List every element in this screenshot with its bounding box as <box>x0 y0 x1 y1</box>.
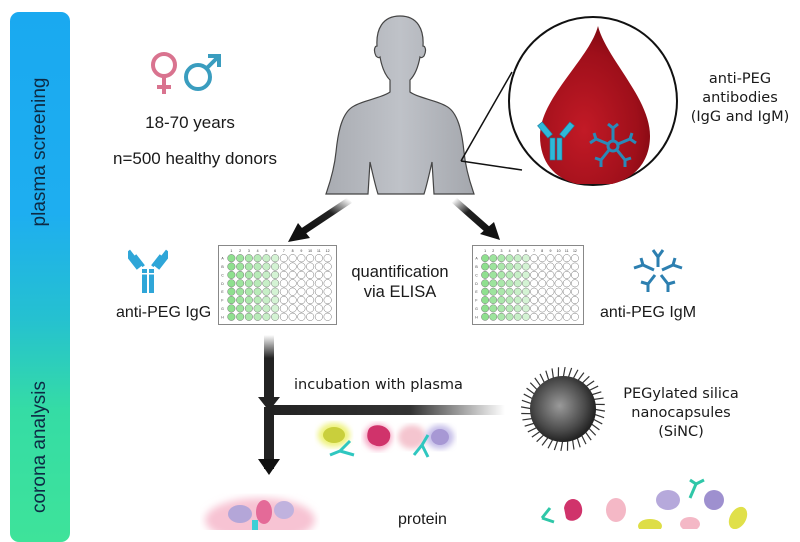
arrow-horizontal-shaft <box>269 405 505 415</box>
svg-text:7: 7 <box>533 249 535 253</box>
svg-text:3: 3 <box>500 249 502 253</box>
male-symbol-icon <box>186 56 219 89</box>
svg-text:9: 9 <box>300 249 302 253</box>
svg-text:5: 5 <box>265 249 267 253</box>
age-range-text: 18-70 years <box>130 113 250 133</box>
igg-antibody-icon <box>128 246 168 294</box>
igm-label: anti-PEG IgM <box>600 304 696 322</box>
svg-text:12: 12 <box>573 249 577 253</box>
svg-text:5: 5 <box>517 249 519 253</box>
svg-text:11: 11 <box>317 249 321 253</box>
svg-text:F: F <box>221 299 223 303</box>
blood-drop-icon <box>510 18 676 184</box>
svg-text:G: G <box>475 307 478 311</box>
label-line: via ELISA <box>335 282 465 302</box>
svg-text:2: 2 <box>239 249 241 253</box>
svg-text:10: 10 <box>308 249 312 253</box>
svg-text:4: 4 <box>257 249 259 253</box>
svg-text:8: 8 <box>541 249 543 253</box>
svg-text:12: 12 <box>326 249 330 253</box>
svg-text:E: E <box>475 290 478 294</box>
anti-peg-antibodies-label: anti-PEG antibodies (IgG and IgM) <box>680 70 800 127</box>
svg-text:6: 6 <box>525 249 527 253</box>
svg-text:C: C <box>475 273 478 277</box>
nanocapsule-label: PEGylated silica nanocapsules (SiNC) <box>614 385 748 442</box>
incubation-label: incubation with plasma <box>294 377 463 393</box>
svg-text:E: E <box>221 290 224 294</box>
arrow-down-shaft <box>264 335 274 401</box>
magnifier-circle <box>508 16 678 186</box>
svg-text:D: D <box>221 282 224 286</box>
svg-text:F: F <box>475 299 477 303</box>
svg-text:10: 10 <box>557 249 561 253</box>
label-line: quantification <box>335 262 465 282</box>
gender-symbols-icon <box>148 50 228 96</box>
svg-text:1: 1 <box>484 249 486 253</box>
svg-text:B: B <box>221 265 224 269</box>
phase-label-corona-analysis: corona analysis <box>29 381 51 513</box>
free-proteins-icon <box>530 478 800 529</box>
phase-sidebar: plasma screening corona analysis <box>10 12 70 542</box>
svg-text:2: 2 <box>492 249 494 253</box>
svg-text:A: A <box>221 257 224 261</box>
protein-corona-icon <box>200 490 320 530</box>
svg-text:A: A <box>475 257 478 261</box>
arrow-down-head-icon <box>258 459 280 475</box>
igg-label: anti-PEG IgG <box>116 304 211 322</box>
svg-text:8: 8 <box>292 249 294 253</box>
label-line: (SiNC) <box>614 423 748 442</box>
svg-text:7: 7 <box>283 249 285 253</box>
svg-text:C: C <box>221 273 224 277</box>
label-line: PEGylated silica <box>614 385 748 404</box>
protein-label: protein <box>398 511 447 529</box>
svg-text:1: 1 <box>230 249 232 253</box>
label-line: antibodies <box>680 89 800 108</box>
arrow-right-down-icon <box>454 200 500 240</box>
svg-text:11: 11 <box>565 249 569 253</box>
arrow-left-down-icon <box>288 200 350 242</box>
label-line: anti-PEG <box>680 70 800 89</box>
elisa-label: quantification via ELISA <box>335 262 465 302</box>
svg-text:H: H <box>475 315 478 319</box>
phase-label-plasma-screening: plasma screening <box>29 78 51 227</box>
svg-text:3: 3 <box>248 249 250 253</box>
svg-text:9: 9 <box>549 249 551 253</box>
split-arrows <box>240 190 540 250</box>
label-line: (IgG and IgM) <box>680 108 800 127</box>
label-line: nanocapsules <box>614 404 748 423</box>
donor-count-text: n=500 healthy donors <box>100 149 290 169</box>
svg-text:G: G <box>221 307 224 311</box>
svg-text:H: H <box>221 315 224 319</box>
female-symbol-icon <box>153 54 175 94</box>
svg-text:D: D <box>475 282 478 286</box>
nanocapsule-icon <box>520 366 606 452</box>
svg-text:4: 4 <box>509 249 511 253</box>
plasma-proteins-icon <box>310 415 460 475</box>
igm-antibody-icon <box>630 246 686 296</box>
svg-text:6: 6 <box>274 249 276 253</box>
svg-text:B: B <box>475 265 478 269</box>
